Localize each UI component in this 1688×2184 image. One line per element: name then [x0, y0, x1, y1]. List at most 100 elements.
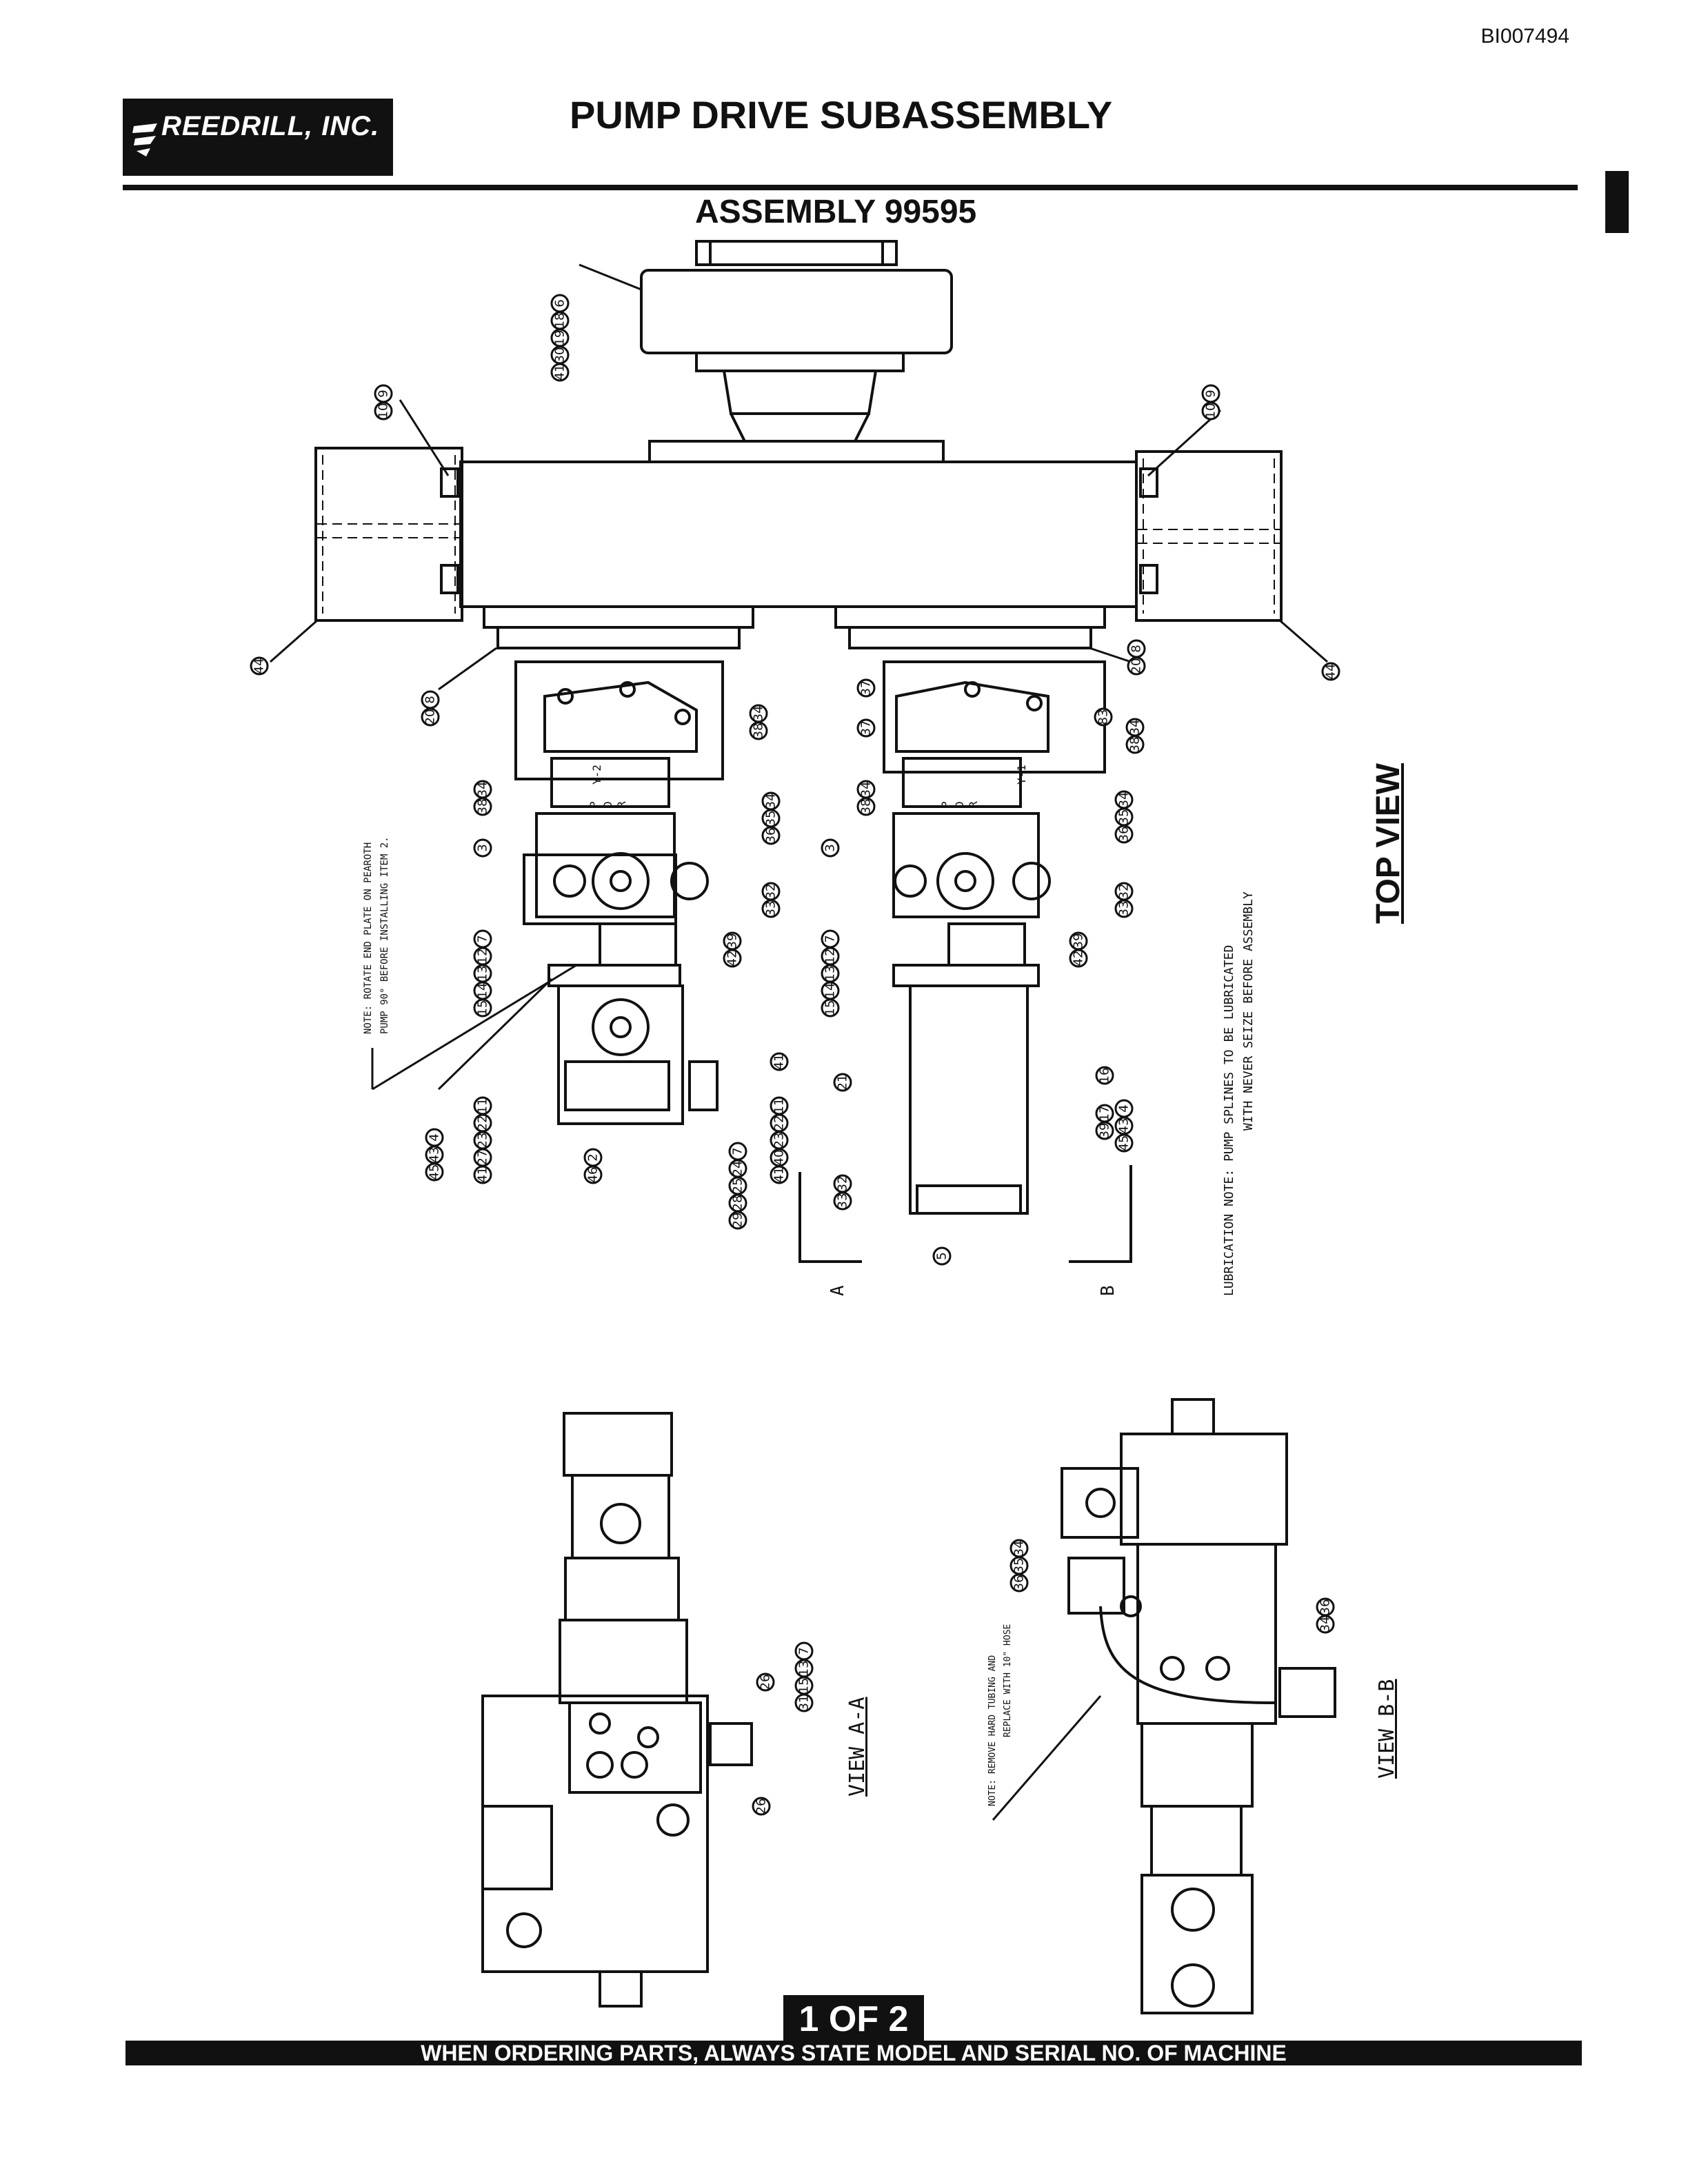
callout-right-fit-bottom-32: 32 [1114, 882, 1134, 901]
callout-number: 20 [1129, 658, 1144, 674]
callout-number: 7 [797, 1647, 812, 1655]
callout-number: 14 [476, 983, 490, 999]
callout-va-b-7: 7 [794, 1641, 814, 1661]
callout-number: 15 [797, 1678, 812, 1694]
callout-circle [1094, 707, 1113, 727]
callout-number: 31 [797, 1695, 812, 1711]
callout-number: 11 [772, 1098, 787, 1114]
callout-left-pump-kit-13: 13 [473, 964, 492, 983]
page-count: 1 OF 2 [783, 1995, 924, 2043]
callout-number: 24 [731, 1161, 745, 1177]
callout-number: 13 [797, 1661, 812, 1677]
callout-left-fit-bottom-32: 32 [761, 882, 781, 901]
callout-left-lower-fit-25: 25 [728, 1176, 747, 1195]
callout-vb-a-36: 36 [1009, 1573, 1029, 1593]
callout-number: 38 [752, 723, 766, 739]
callout-right-end-44: 44 [1321, 662, 1340, 681]
view-b-drawing [992, 1398, 1336, 2014]
callout-number: 32 [764, 884, 778, 900]
callout-right-pump-kit-15: 15 [821, 998, 840, 1018]
callout-number: 38 [476, 799, 490, 815]
callout-circle [752, 1797, 771, 1816]
callout-right-lower-b-32: 32 [833, 1174, 852, 1193]
callout-va-b-15: 15 [794, 1676, 814, 1695]
callout-circle [821, 838, 840, 858]
callout-circle [770, 1052, 789, 1071]
callout-left-lower-kit-45: 45 [425, 1162, 444, 1182]
callout-circle [728, 1211, 747, 1230]
callout-right-lower-c-16: 16 [1095, 1066, 1114, 1085]
callout-left-fit-lower-35: 35 [761, 809, 781, 828]
callout-number: 23 [476, 1133, 490, 1149]
callout-right-lower-a-21: 21 [833, 1073, 852, 1092]
callout-circle [856, 718, 876, 738]
callout-number: 23 [772, 1133, 787, 1149]
callout-left-fit-mid-38: 38 [749, 721, 768, 740]
callout-vb-a-35: 35 [1009, 1556, 1029, 1575]
callout-left-lower-kit-43: 43 [425, 1145, 444, 1164]
callout-number: 46 [586, 1167, 601, 1183]
callout-right-fit-upper-38: 38 [856, 797, 876, 816]
callout-number: 41 [476, 1167, 490, 1183]
callout-right-pump-3: 3 [821, 838, 840, 858]
callout-circle [833, 1073, 852, 1092]
callout-left-lower-pump-2: 2 [583, 1148, 603, 1167]
callout-right-mount-10: 10 [1201, 401, 1220, 421]
callout-right-fit-mid-38: 38 [1125, 735, 1145, 754]
callout-right-lower-kit-4: 4 [1114, 1099, 1134, 1118]
callout-left-lower-seal-11: 11 [473, 1096, 492, 1115]
callout-left-lower-seal-22: 22 [473, 1113, 492, 1133]
callout-number: 9 [376, 390, 391, 397]
callout-left-lower-fit2-22: 22 [770, 1113, 789, 1133]
company-logo: REEDRILL, INC. [123, 99, 393, 176]
callout-circle [250, 656, 269, 676]
callout-va-a-26: 26 [756, 1672, 775, 1692]
callout-number: 41 [772, 1167, 787, 1183]
note-hose-line2: REPLACE WITH 10" HOSE [1003, 1624, 1013, 1737]
callout-number: 38 [1128, 737, 1143, 753]
callout-circle [1069, 949, 1088, 968]
callout-left-pump-kit-7: 7 [473, 929, 492, 949]
callout-circle [550, 363, 570, 382]
callout-right-adapter-8: 8 [1127, 639, 1146, 658]
callout-number: 39 [725, 933, 740, 949]
callout-number: 36 [1117, 827, 1132, 842]
callout-left-lower-fit-7: 7 [728, 1142, 747, 1161]
callout-number: 9 [1204, 390, 1218, 397]
callout-circle [1114, 1133, 1134, 1153]
callout-right-top-b-37: 37 [856, 718, 876, 738]
callout-left-lower-kit-4: 4 [425, 1128, 444, 1147]
callout-number: 34 [752, 706, 766, 722]
callout-circle [473, 838, 492, 858]
lubrication-note-line2: WITH NEVER SEIZE BEFORE ASSEMBLY [1241, 891, 1256, 1131]
callout-number: 33 [1117, 901, 1132, 917]
callout-number: 35 [1012, 1558, 1027, 1574]
callout-number: 3 [823, 844, 838, 851]
callout-number: 19 [553, 330, 567, 346]
callout-left-pump-3: 3 [473, 838, 492, 858]
callout-left-pump-kit-15: 15 [473, 998, 492, 1018]
callout-left-adapter-20: 20 [421, 707, 440, 727]
company-name: REEDRILL, INC. [161, 111, 380, 141]
callout-right-pump-kit-7: 7 [821, 929, 840, 949]
callout-number: 22 [476, 1115, 490, 1131]
callout-number: 12 [823, 949, 838, 964]
callout-number: 32 [836, 1176, 850, 1192]
right-valve-port-d: D [953, 801, 966, 808]
callout-circle [833, 1191, 852, 1211]
view-a-drawing [481, 1412, 753, 2008]
callout-circle [856, 797, 876, 816]
callout-number: 41 [772, 1054, 787, 1070]
page-title: PUMP DRIVE SUBASSEMBLY [570, 93, 1113, 136]
note-rotate-plate-line2: PUMP 90° BEFORE INSTALLING ITEM 2. [379, 836, 390, 1034]
callout-number: 8 [1129, 645, 1144, 652]
callout-number: 26 [758, 1675, 773, 1690]
callout-left-fit-lower-34: 34 [761, 791, 781, 811]
callout-number: 34 [1012, 1541, 1027, 1557]
callout-circle [723, 949, 742, 968]
lubrication-note-line1: LUBRICATION NOTE: PUMP SPLINES TO BE LUB… [1222, 944, 1236, 1296]
callout-top-drive-19: 19 [550, 328, 570, 347]
callout-left-fit-upper-38: 38 [473, 797, 492, 816]
callout-left-lower-seal-23: 23 [473, 1131, 492, 1150]
callout-left-lower-fit2-23: 23 [770, 1131, 789, 1150]
